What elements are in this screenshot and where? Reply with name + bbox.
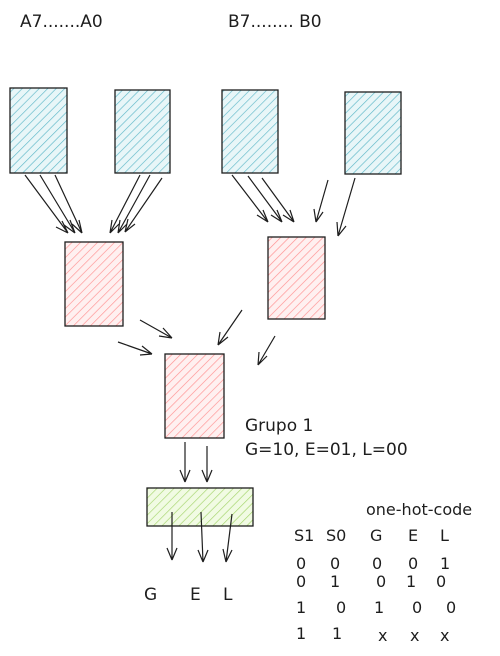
arrow — [201, 446, 213, 483]
arrow — [117, 341, 153, 356]
arrow — [261, 177, 295, 223]
a-bus-label: A7.......A0 — [20, 12, 103, 32]
arrow-group-decoder-out — [166, 511, 233, 563]
input-block-b-low — [344, 91, 402, 175]
table-cell: 1 — [296, 598, 306, 617]
arrow-group-a — [24, 174, 163, 234]
arrow — [39, 174, 76, 234]
arrow — [197, 511, 209, 563]
arrow — [54, 174, 83, 234]
header-s0: S0 — [326, 526, 346, 545]
decoder-block — [146, 487, 254, 527]
arrow — [166, 512, 178, 561]
arrow-group-decoder-in — [179, 442, 213, 483]
input-block-b-high — [221, 89, 279, 174]
arrow-group-b — [231, 174, 356, 237]
arrow — [313, 179, 329, 223]
table-cell: x — [378, 626, 387, 645]
table-cell: 0 — [296, 554, 306, 573]
arrow — [336, 177, 356, 237]
truth-table: one-hot-code S1 S0 G E L 0 0 0 0 1 0 1 0… — [294, 500, 472, 645]
output-g-label: G — [144, 585, 157, 605]
group-encoding: G=10, E=01, L=00 — [245, 440, 408, 460]
table-cell: 1 — [440, 554, 450, 573]
compare-block-left — [64, 241, 124, 327]
arrow — [217, 309, 243, 346]
table-cell: 0 — [296, 572, 306, 591]
table-cell: 1 — [332, 624, 342, 643]
arrow — [179, 442, 191, 483]
header-l: L — [440, 526, 449, 545]
arrow — [124, 177, 163, 233]
arrow — [109, 174, 141, 234]
table-title: one-hot-code — [366, 500, 472, 519]
output-l-label: L — [223, 585, 233, 605]
table-cell: 0 — [372, 554, 382, 573]
table-cell: 1 — [296, 624, 306, 643]
arrow — [257, 335, 276, 366]
arrow — [24, 174, 69, 234]
arrow — [231, 174, 269, 223]
table-cell: 1 — [406, 572, 416, 591]
table-cell: 0 — [376, 572, 386, 591]
table-cell: 0 — [408, 554, 418, 573]
output-e-label: E — [190, 585, 201, 605]
header-e: E — [408, 526, 418, 545]
group-title: Grupo 1 — [245, 416, 313, 436]
table-cell: 1 — [330, 572, 340, 591]
compare-block-right — [267, 236, 326, 320]
input-block-a-low — [114, 89, 171, 174]
arrow-group-merge — [117, 309, 276, 366]
header-g: G — [370, 526, 382, 545]
table-cell: x — [410, 626, 419, 645]
input-block-a-high — [9, 87, 68, 174]
table-cell: 0 — [412, 598, 422, 617]
arrow — [117, 174, 151, 234]
table-cell: 0 — [336, 598, 346, 617]
compare-block-final — [164, 353, 225, 439]
table-cell: 0 — [330, 554, 340, 573]
table-cell: 0 — [436, 572, 446, 591]
table-cell: 1 — [374, 598, 384, 617]
table-cell: 0 — [446, 598, 456, 617]
arrow — [139, 319, 173, 339]
b-bus-label: B7........ B0 — [228, 12, 322, 32]
header-s1: S1 — [294, 526, 314, 545]
arrow — [247, 175, 283, 223]
table-cell: x — [440, 626, 449, 645]
arrow — [222, 513, 233, 563]
